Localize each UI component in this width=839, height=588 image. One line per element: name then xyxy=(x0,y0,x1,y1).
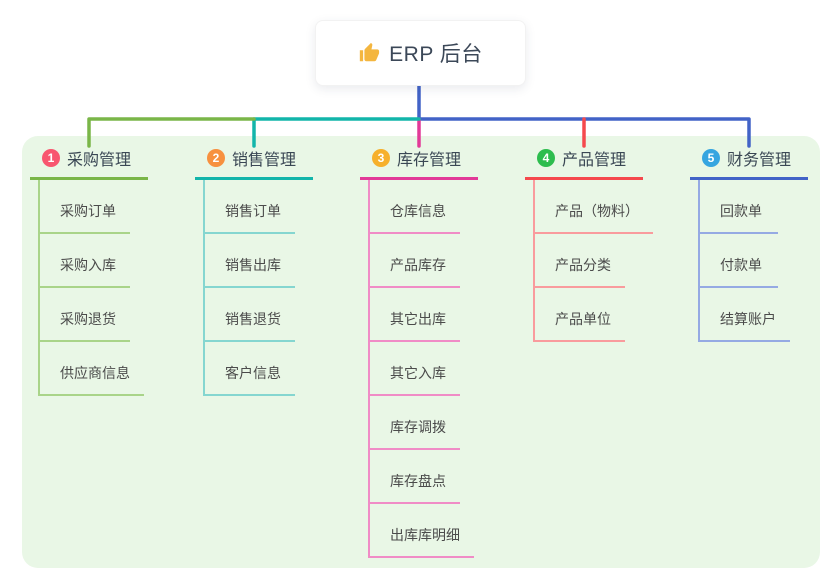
list-item: 客户信息 xyxy=(205,342,295,396)
branch-node-label: 库存管理 xyxy=(397,152,462,169)
branch-column: 3 库存管理仓库信息产品库存其它出库其它入库库存调拨库存盘点出库库明细 xyxy=(360,146,478,558)
branch-children-list: 回款单付款单结算账户 xyxy=(698,180,790,342)
branch-column: 5 财务管理回款单付款单结算账户 xyxy=(690,146,808,342)
branch-node[interactable]: 4 产品管理 xyxy=(525,146,643,180)
leaf-node[interactable]: 其它出库 xyxy=(370,309,460,342)
branch-node[interactable]: 5 财务管理 xyxy=(690,146,808,180)
list-item: 库存调拨 xyxy=(370,396,474,450)
list-item: 产品分类 xyxy=(535,234,653,288)
leaf-node[interactable]: 供应商信息 xyxy=(40,363,144,396)
branch-children-list: 仓库信息产品库存其它出库其它入库库存调拨库存盘点出库库明细 xyxy=(368,180,474,558)
list-item: 结算账户 xyxy=(700,288,790,342)
leaf-node[interactable]: 产品库存 xyxy=(370,255,460,288)
branch-node[interactable]: 3 库存管理 xyxy=(360,146,478,180)
branch-node-label: 财务管理 xyxy=(727,152,792,169)
leaf-node[interactable]: 其它入库 xyxy=(370,363,460,396)
leaf-node[interactable]: 采购退货 xyxy=(40,309,130,342)
root-node[interactable]: ERP 后台 xyxy=(315,20,526,86)
branch-number-badge: 1 xyxy=(42,149,60,167)
list-item: 产品库存 xyxy=(370,234,474,288)
leaf-node[interactable]: 回款单 xyxy=(700,201,778,234)
thumbs-up-icon xyxy=(358,42,380,64)
list-item: 其它出库 xyxy=(370,288,474,342)
list-item: 销售退货 xyxy=(205,288,295,342)
branch-number-badge: 3 xyxy=(372,149,390,167)
branch-column: 4 产品管理产品（物料） 产品分类产品单位 xyxy=(525,146,653,342)
list-item: 其它入库 xyxy=(370,342,474,396)
branch-number-badge: 4 xyxy=(537,149,555,167)
root-node-label: ERP 后台 xyxy=(389,43,483,66)
list-item: 供应商信息 xyxy=(40,342,144,396)
leaf-node[interactable]: 付款单 xyxy=(700,255,778,288)
leaf-node[interactable]: 出库库明细 xyxy=(370,525,474,558)
leaf-node[interactable]: 库存盘点 xyxy=(370,471,460,504)
list-item: 产品（物料） xyxy=(535,180,653,234)
leaf-node[interactable]: 产品分类 xyxy=(535,255,625,288)
list-item: 出库库明细 xyxy=(370,504,474,558)
list-item: 付款单 xyxy=(700,234,790,288)
list-item: 库存盘点 xyxy=(370,450,474,504)
leaf-node[interactable]: 销售退货 xyxy=(205,309,295,342)
branches-panel xyxy=(22,136,820,568)
branch-column: 1 采购管理采购订单采购入库采购退货供应商信息 xyxy=(30,146,148,396)
list-item: 销售订单 xyxy=(205,180,295,234)
list-item: 销售出库 xyxy=(205,234,295,288)
branch-children-list: 产品（物料） 产品分类产品单位 xyxy=(533,180,653,342)
leaf-node[interactable]: 产品（物料） xyxy=(535,201,653,234)
branch-node-label: 产品管理 xyxy=(562,152,627,169)
branch-children-list: 采购订单采购入库采购退货供应商信息 xyxy=(38,180,144,396)
branch-column: 2 销售管理销售订单销售出库销售退货客户信息 xyxy=(195,146,313,396)
leaf-node[interactable]: 结算账户 xyxy=(700,309,790,342)
leaf-node[interactable]: 产品单位 xyxy=(535,309,625,342)
branch-number-badge: 2 xyxy=(207,149,225,167)
leaf-node[interactable]: 采购入库 xyxy=(40,255,130,288)
leaf-node[interactable]: 销售订单 xyxy=(205,201,295,234)
leaf-node[interactable]: 采购订单 xyxy=(40,201,130,234)
leaf-node[interactable]: 客户信息 xyxy=(205,363,295,396)
branch-children-list: 销售订单销售出库销售退货客户信息 xyxy=(203,180,295,396)
leaf-node[interactable]: 销售出库 xyxy=(205,255,295,288)
branch-number-badge: 5 xyxy=(702,149,720,167)
branch-node[interactable]: 1 采购管理 xyxy=(30,146,148,180)
leaf-node[interactable]: 仓库信息 xyxy=(370,201,460,234)
branch-node-label: 销售管理 xyxy=(232,152,297,169)
branch-node[interactable]: 2 销售管理 xyxy=(195,146,313,180)
list-item: 采购入库 xyxy=(40,234,144,288)
list-item: 产品单位 xyxy=(535,288,653,342)
list-item: 采购退货 xyxy=(40,288,144,342)
branch-node-label: 采购管理 xyxy=(67,152,132,169)
list-item: 采购订单 xyxy=(40,180,144,234)
list-item: 回款单 xyxy=(700,180,790,234)
leaf-node[interactable]: 库存调拨 xyxy=(370,417,460,450)
list-item: 仓库信息 xyxy=(370,180,474,234)
